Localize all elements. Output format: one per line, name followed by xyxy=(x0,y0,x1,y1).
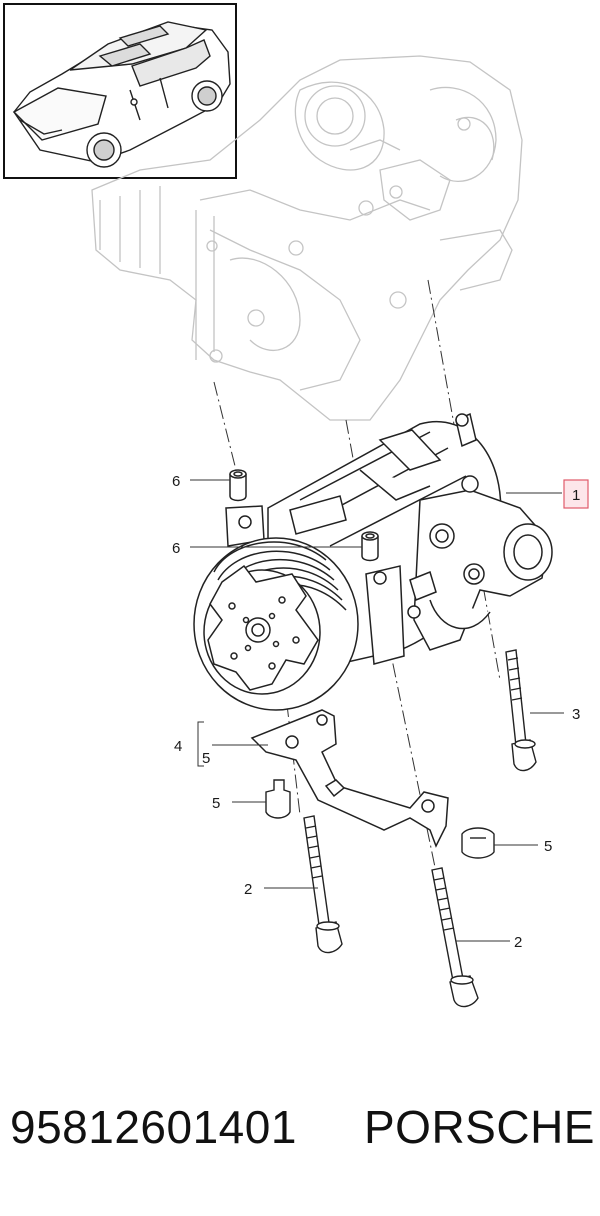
bolt-2-right xyxy=(431,867,479,1008)
vehicle-thumbnail xyxy=(3,3,237,179)
sleeve-6-lower xyxy=(361,531,379,562)
callout-5-right[interactable]: 5 xyxy=(544,838,552,855)
callout-4[interactable]: 4 xyxy=(174,738,182,755)
clip-5-left xyxy=(265,779,291,819)
callout-5-left[interactable]: 5 xyxy=(212,795,220,812)
brand-name: PORSCHE xyxy=(364,1101,595,1153)
bolt-3 xyxy=(505,649,537,772)
callout-1[interactable]: 1 xyxy=(572,487,580,504)
ac-compressor xyxy=(193,412,553,711)
callout-2-left[interactable]: 2 xyxy=(244,881,252,898)
engine-block-ghost xyxy=(91,55,523,421)
sleeve-6-upper xyxy=(229,469,247,502)
clip-5-right xyxy=(461,827,495,859)
callout-2-right[interactable]: 2 xyxy=(514,934,522,951)
callout-6-upper[interactable]: 6 xyxy=(172,473,180,490)
exploded-parts-diagram: 1 6 6 3 4 5 5 5 2 2 xyxy=(3,3,589,1008)
bolt-2-left xyxy=(303,815,343,954)
callout-5-bracket[interactable]: 5 xyxy=(202,750,210,767)
callout-1-highlight xyxy=(563,479,589,509)
suv-icon xyxy=(12,21,231,168)
part-number: 95812601401 xyxy=(10,1101,297,1153)
callout-6-lower[interactable]: 6 xyxy=(172,540,180,557)
callout-3[interactable]: 3 xyxy=(572,706,580,723)
bracket xyxy=(250,709,449,848)
part-caption: 95812601401 PORSCHE xyxy=(0,1092,600,1172)
leader-lines xyxy=(190,479,564,942)
